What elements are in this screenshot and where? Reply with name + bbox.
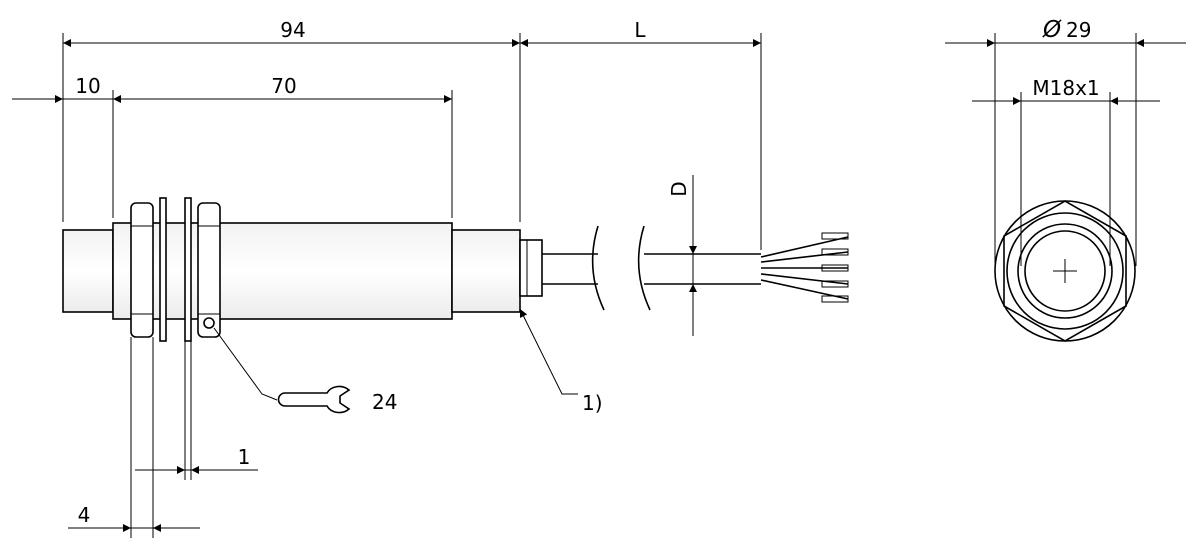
sensor-side-view [62,197,543,342]
dim-overall-length: 94 [280,18,305,42]
hex-nut-outline [1003,200,1127,342]
sensor-front-cap [62,229,114,313]
dim-front-length: 10 [75,74,100,98]
dim-outer-diameter-symbol: Ø [1042,17,1062,43]
hex-nut-rear [197,202,221,338]
sensor-rear-body [451,229,521,313]
dim-cable-diameter: D [667,181,691,196]
dimension-lines [12,33,1186,538]
washer-rear [184,197,192,342]
sensor-threaded-body [112,222,453,320]
dim-cable-length: L [634,18,646,42]
sensor-front-view [994,200,1136,342]
dim-thread-length: 70 [271,74,296,98]
wrench-icon [277,385,351,414]
dim-nut-width: 4 [78,503,91,527]
note-reference: 1) [582,391,603,415]
dimension-labels: 94 L 10 70 D 1 4 24 1) Ø 29 M18x1 [75,17,1099,527]
cable [542,225,849,311]
dim-thread-size: M18x1 [1032,76,1099,100]
washer-front [159,197,167,342]
cable-gland [519,239,543,297]
dim-outer-diameter: 29 [1066,18,1091,42]
cable-break-left [591,225,605,311]
dim-washer-thickness: 1 [238,445,251,469]
hex-nut-front [130,202,154,338]
cable-wires [760,232,849,303]
wrench-size-label: 24 [372,390,397,414]
cable-break-right [637,225,651,311]
